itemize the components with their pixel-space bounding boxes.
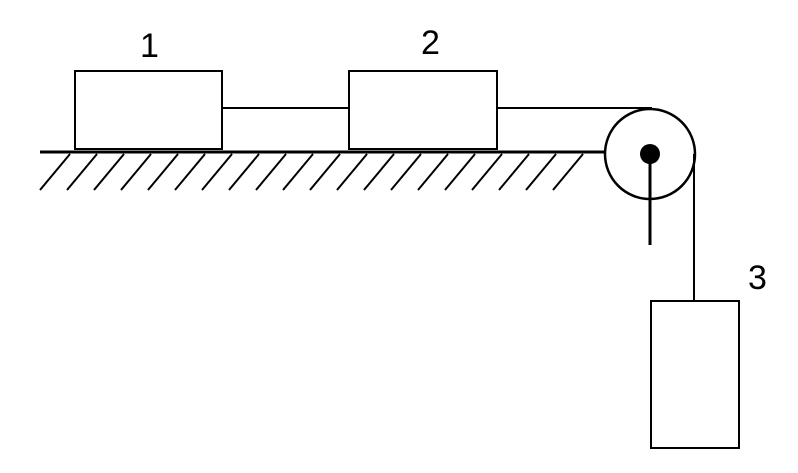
hatch-stroke	[444, 153, 476, 191]
hatch-stroke	[552, 153, 584, 191]
hatch-stroke	[309, 153, 341, 191]
block-3-label: 3	[748, 259, 767, 297]
hatch-stroke	[147, 153, 179, 191]
hatch-stroke	[93, 153, 125, 191]
block-1-label: 1	[140, 27, 159, 65]
hatch-stroke	[498, 153, 530, 191]
hatch-stroke	[417, 153, 449, 191]
hatch-stroke	[282, 153, 314, 191]
block-2	[348, 70, 498, 150]
hatch-stroke	[471, 153, 503, 191]
block-2-label: 2	[421, 24, 440, 62]
block-3	[650, 300, 740, 449]
pulley-axle	[640, 144, 660, 164]
hatch-stroke	[120, 153, 152, 191]
hatch-stroke	[390, 153, 422, 191]
hatch-stroke	[336, 153, 368, 191]
hatch-stroke	[39, 153, 71, 191]
hatch-stroke	[228, 153, 260, 191]
hatch-stroke	[201, 153, 233, 191]
hatch-stroke	[174, 153, 206, 191]
hatch-stroke	[363, 153, 395, 191]
hatch-stroke	[66, 153, 98, 191]
ground-hatching	[39, 153, 584, 191]
hatch-stroke	[255, 153, 287, 191]
block-1	[74, 70, 223, 150]
hatch-stroke	[525, 153, 557, 191]
